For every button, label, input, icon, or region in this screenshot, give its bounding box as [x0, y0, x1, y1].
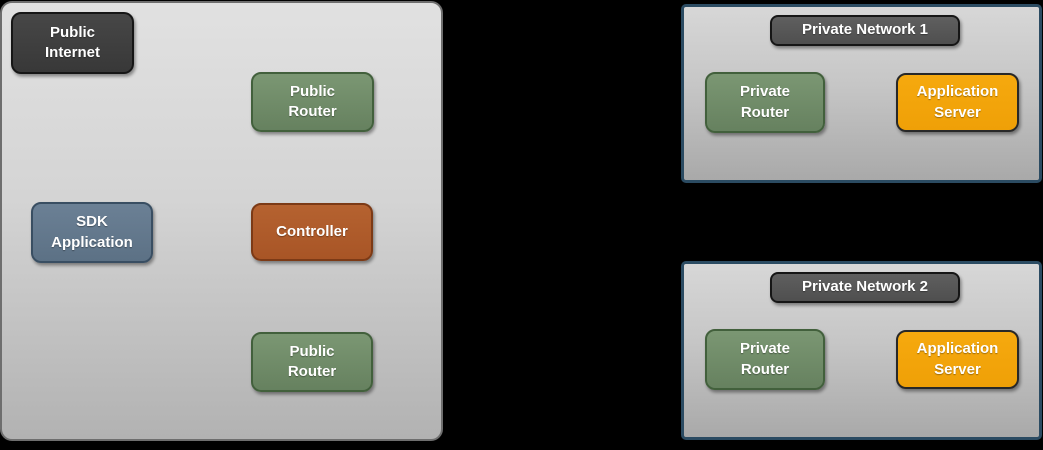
node-public-router-bottom: Public Router — [251, 332, 373, 392]
node-controller: Controller — [251, 203, 373, 261]
node-private-router-2: Private Router — [705, 329, 825, 390]
node-sdk-application: SDK Application — [31, 202, 153, 263]
node-application-server-2: Application Server — [896, 330, 1019, 389]
private-network-1-zone: Private Network 1 Private Router Applica… — [681, 4, 1042, 183]
private-network-2-zone: Private Network 2 Private Router Applica… — [681, 261, 1042, 440]
private-network-1-title: Private Network 1 — [770, 15, 960, 46]
public-internet-zone: Public Internet Public Router SDK Applic… — [0, 1, 443, 441]
private-network-2-title: Private Network 2 — [770, 272, 960, 303]
node-public-router-top: Public Router — [251, 72, 374, 132]
node-application-server-1: Application Server — [896, 73, 1019, 132]
node-public-internet: Public Internet — [11, 12, 134, 74]
node-private-router-1: Private Router — [705, 72, 825, 133]
